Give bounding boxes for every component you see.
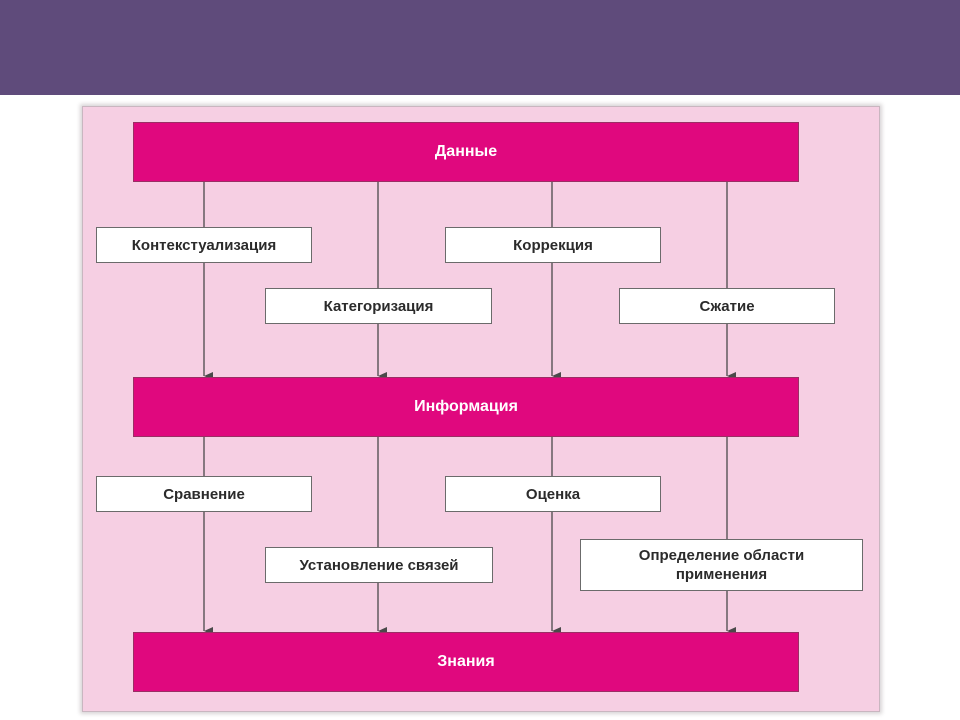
process-categorization-label: Категоризация [323, 297, 434, 315]
header-bar [0, 0, 960, 95]
process-evaluation-label: Оценка [525, 485, 581, 503]
stage-knowledge-label: Знания [437, 653, 495, 670]
process-compression: Сжатие [619, 288, 835, 324]
process-scope-definition-label: Определение области применения [639, 546, 804, 584]
process-contextualization: Контекстуализация [96, 227, 312, 263]
process-scope-definition-line2: применения [675, 566, 768, 583]
process-establishing-links: Установление связей [265, 547, 493, 583]
process-establishing-links-label: Установление связей [299, 556, 459, 574]
process-scope-definition-line1: Определение области [638, 547, 805, 564]
process-scope-definition: Определение области применения [580, 539, 863, 591]
stage-knowledge: Знания [133, 632, 799, 692]
process-categorization: Категоризация [265, 288, 492, 324]
process-correction: Коррекция [445, 227, 661, 263]
stage-data: Данные [133, 122, 799, 182]
stage-information-label: Информация [414, 398, 518, 415]
process-evaluation: Оценка [445, 476, 661, 512]
stage-data-label: Данные [434, 143, 498, 160]
stage-information: Информация [133, 377, 799, 437]
process-contextualization-label: Контекстуализация [131, 236, 277, 254]
process-compression-label: Сжатие [699, 297, 755, 315]
process-comparison: Сравнение [96, 476, 312, 512]
process-correction-label: Коррекция [513, 236, 593, 254]
process-comparison-label: Сравнение [163, 485, 245, 503]
